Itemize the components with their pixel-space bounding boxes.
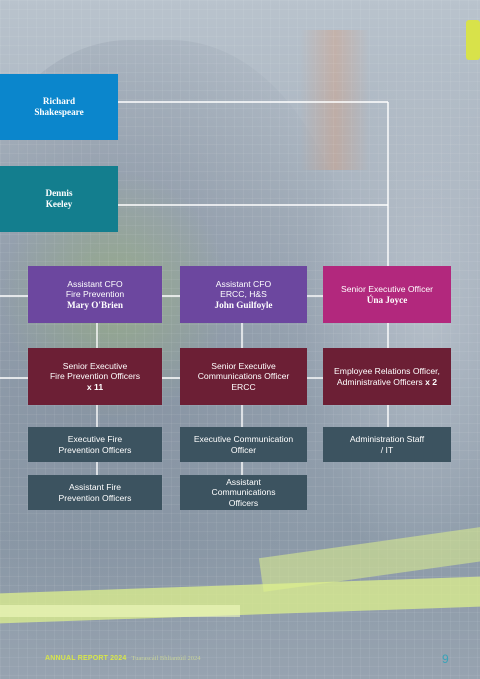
node-label: Senior Executive bbox=[211, 360, 276, 371]
node-name: Úna Joyce bbox=[366, 294, 408, 305]
node-label: Assistant bbox=[226, 476, 261, 487]
node-label: Fire Prevention Officers bbox=[49, 371, 141, 382]
node-executive-fire-prevention-officers: Executive Fire Prevention Officers bbox=[28, 427, 162, 462]
node-assistant-communications-officers: Assistant Communications Officers bbox=[180, 475, 307, 510]
report-title: ANNUAL REPORT bbox=[45, 655, 109, 662]
node-label: Shakespeare bbox=[34, 107, 84, 117]
node-label: Communications Officer bbox=[197, 371, 290, 382]
node-label: Fire Prevention bbox=[65, 289, 125, 300]
node-label: Dennis bbox=[45, 188, 73, 199]
node-executive-communication-officer: Executive Communication Officer bbox=[180, 427, 307, 462]
page-number: 9 bbox=[442, 652, 449, 666]
node-name: John Guilfoyle bbox=[214, 299, 273, 310]
node-label: Senior Executive bbox=[62, 360, 128, 371]
node-label: Executive Fire bbox=[67, 433, 123, 444]
node-label: Keeley bbox=[45, 199, 73, 209]
report-footer: ANNUAL REPORT 2024 Tuarascáil Bhliantúil… bbox=[45, 655, 201, 662]
report-subtitle: Tuarascáil Bhliantúil 2024 bbox=[131, 655, 201, 662]
node-employee-relations-officer: Employee Relations Officer, Administrati… bbox=[323, 348, 451, 405]
node-label: Prevention Officers bbox=[58, 492, 132, 503]
node-label: Administration Staff bbox=[349, 433, 425, 444]
node-administration-staff: Administration Staff / IT bbox=[323, 427, 451, 462]
node-dennis-keeley: Dennis Keeley bbox=[0, 166, 118, 232]
node-label-line2: Administrative Officers x 2 bbox=[337, 377, 437, 388]
node-label: / IT bbox=[380, 444, 394, 455]
node-label: Officer bbox=[230, 444, 257, 455]
node-richard-shakespeare: Richard Shakespeare bbox=[0, 74, 118, 140]
node-label: Executive Communication bbox=[193, 433, 294, 444]
node-label: Employee Relations Officer, bbox=[334, 365, 440, 376]
node-label: ERCC, H&S bbox=[220, 289, 267, 300]
node-label: Senior Executive Officer bbox=[340, 283, 434, 294]
report-year: 2024 bbox=[110, 655, 127, 662]
node-count: x 2 bbox=[425, 376, 438, 387]
node-senior-exec-communications-officer: Senior Executive Communications Officer … bbox=[180, 348, 307, 405]
node-name: Mary O'Brien bbox=[67, 299, 123, 310]
node-label: Assistant CFO bbox=[67, 278, 123, 289]
node-senior-executive-officer: Senior Executive Officer Úna Joyce bbox=[323, 266, 451, 323]
node-label: Communications bbox=[211, 487, 276, 498]
node-label: Richard bbox=[42, 96, 76, 107]
node-acfo-fire-prevention: Assistant CFO Fire Prevention Mary O'Bri… bbox=[28, 266, 162, 323]
node-label: Assistant CFO bbox=[215, 278, 272, 289]
node-label: Prevention Officers bbox=[58, 444, 132, 455]
node-senior-exec-fire-prevention-officers: Senior Executive Fire Prevention Officer… bbox=[28, 348, 162, 405]
node-label: Administrative Officers bbox=[336, 376, 423, 387]
node-label: Assistant Fire bbox=[68, 481, 122, 492]
node-assistant-fire-prevention-officers: Assistant Fire Prevention Officers bbox=[28, 475, 162, 510]
node-acfo-ercc: Assistant CFO ERCC, H&S John Guilfoyle bbox=[180, 266, 307, 323]
node-label: ERCC bbox=[231, 381, 256, 392]
node-count: x 11 bbox=[86, 381, 104, 392]
node-label: Officers bbox=[228, 497, 259, 508]
